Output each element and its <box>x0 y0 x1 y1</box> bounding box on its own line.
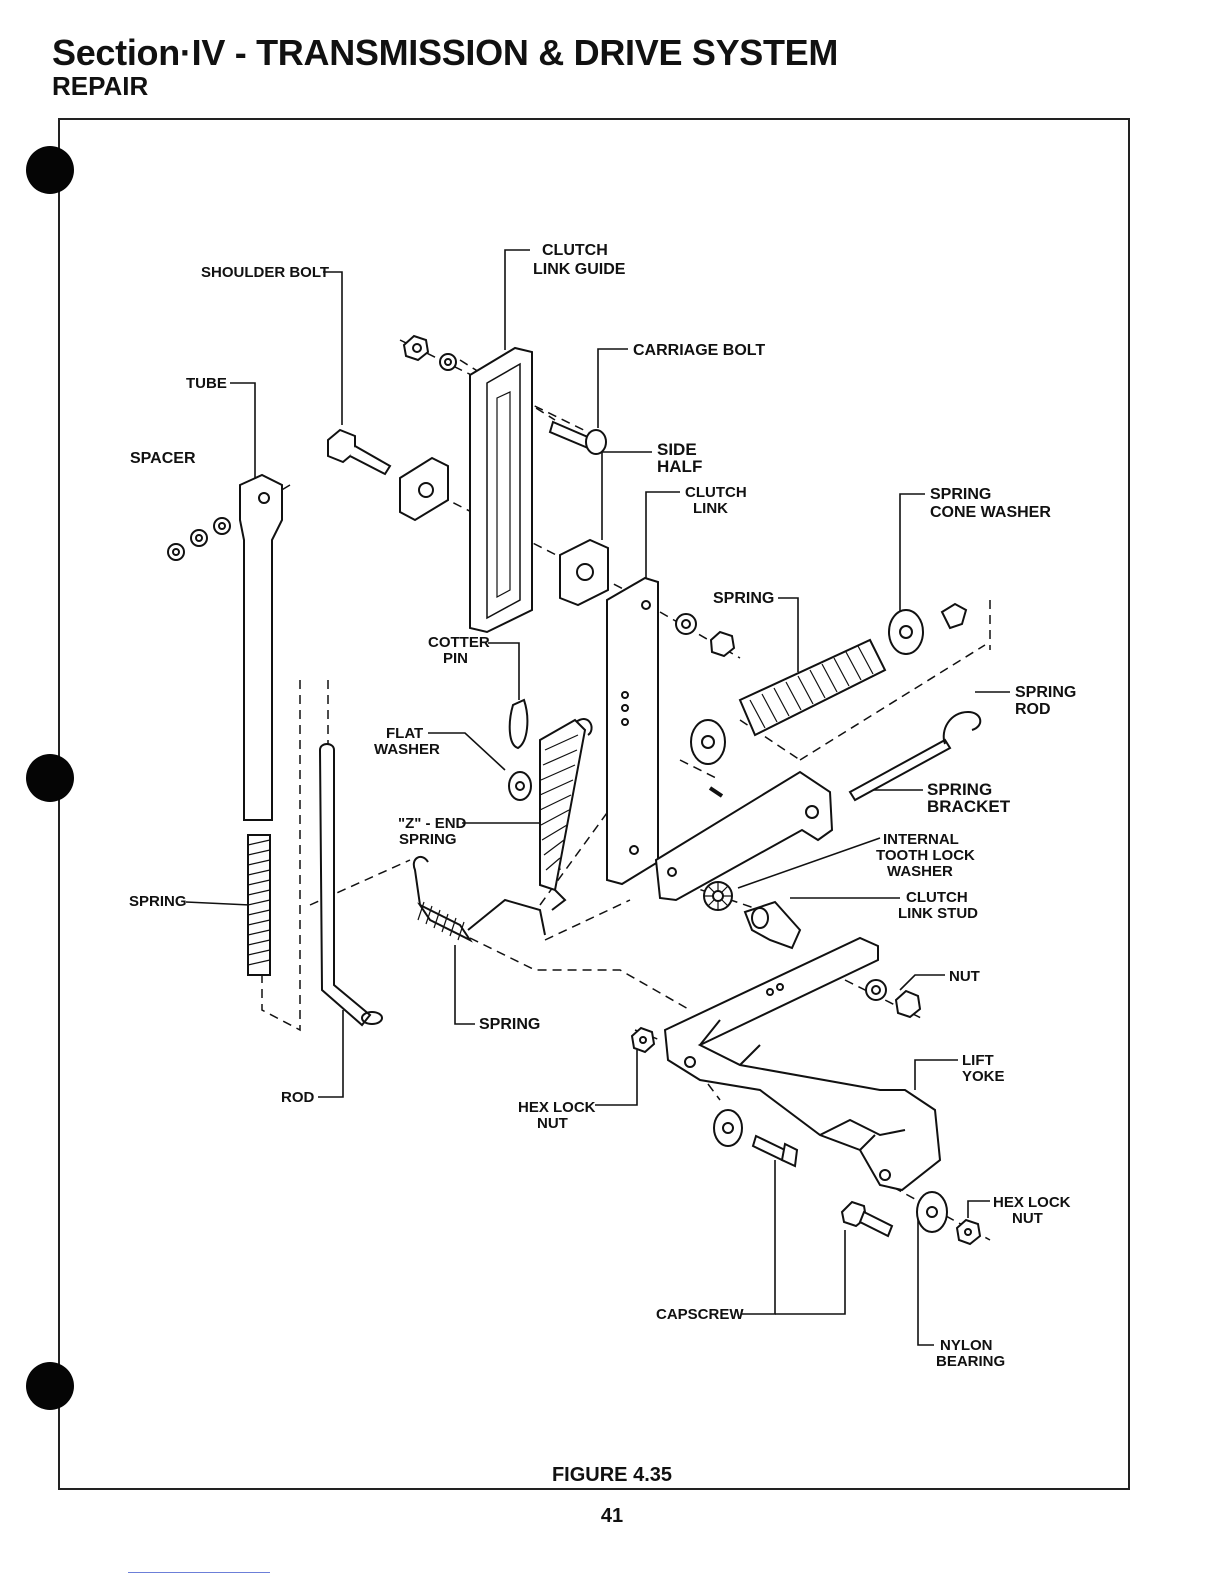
capscrew-right <box>840 1200 894 1238</box>
lower-spring <box>412 855 546 943</box>
spring-rod <box>848 710 982 802</box>
yoke-nut-washer <box>865 979 922 1019</box>
tube-spring <box>247 834 271 976</box>
label-clutch-link-guide-1: CLUTCH <box>542 242 608 259</box>
figure-frame <box>58 118 1130 1490</box>
top-nut-washer <box>402 334 457 371</box>
binder-hole-bottom <box>26 1362 74 1410</box>
section-title: Section·IV - TRANSMISSION & DRIVE SYSTEM <box>52 32 839 73</box>
hex-lock-nut-right <box>955 1218 982 1246</box>
nylon-bearing-right <box>916 1191 948 1233</box>
label-clutch-link-guide-2: LINK GUIDE <box>533 261 626 278</box>
label-spring-cone-washer-1: SPRING <box>930 486 991 503</box>
spacer-plate <box>399 456 449 522</box>
label-flat-washer-1: FLAT <box>386 725 423 742</box>
label-spring-bracket-2: BRACKET <box>927 797 1011 816</box>
label-lift-yoke-1: LIFT <box>962 1052 994 1069</box>
label-spring-bracket-1: SPRING <box>927 780 992 799</box>
lift-yoke <box>663 936 942 1192</box>
label-rod: ROD <box>281 1089 315 1106</box>
tube <box>239 473 283 821</box>
hex-lock-nut-left <box>630 1026 656 1054</box>
label-clutch-link-stud-1: CLUTCH <box>906 889 968 906</box>
label-nylon-bearing-2: BEARING <box>936 1353 1005 1370</box>
label-hex-lock-nut-right-2: NUT <box>1012 1210 1043 1227</box>
label-internal-tooth-1: INTERNAL <box>883 831 959 848</box>
label-internal-tooth-3: WASHER <box>887 863 953 880</box>
label-lift-yoke-2: YOKE <box>962 1068 1005 1085</box>
binder-hole-top <box>26 146 74 194</box>
label-spring-left: SPRING <box>129 893 187 910</box>
label-spring-rod-1: SPRING <box>1015 684 1076 701</box>
label-carriage-bolt: CARRIAGE BOLT <box>633 342 765 359</box>
label-z-end-spring-1: "Z" - END <box>398 815 467 832</box>
label-cotter-pin-2: PIN <box>443 650 468 667</box>
nylon-bearing-lower-left <box>713 1109 743 1147</box>
label-spring-cone-washer-2: CONE WASHER <box>930 504 1051 521</box>
z-end-spring-long <box>539 718 593 911</box>
label-hex-lock-nut-left-1: HEX LOCK <box>518 1099 596 1116</box>
label-hex-lock-nut-right-1: HEX LOCK <box>993 1194 1071 1211</box>
section-subtitle: REPAIR <box>52 71 149 101</box>
clutch-link-washer-nut <box>675 613 736 658</box>
spring-bracket <box>654 770 834 902</box>
page-header: Section·IV - TRANSMISSION & DRIVE SYSTEM… <box>52 32 839 101</box>
clutch-link <box>606 576 659 886</box>
scan-edge-line <box>128 1572 270 1573</box>
clutch-link-guide <box>469 346 533 634</box>
internal-tooth-lock-washer <box>703 881 733 911</box>
label-clutch-link-2: LINK <box>693 500 728 517</box>
spring-cone-washer <box>690 602 968 765</box>
label-side-half-2: HALF <box>657 457 702 476</box>
label-cotter-pin-1: COTTER <box>428 634 490 651</box>
label-z-end-spring-2: SPRING <box>399 831 457 848</box>
label-hex-lock-nut-left-2: NUT <box>537 1115 568 1132</box>
label-flat-washer-2: WASHER <box>374 741 440 758</box>
label-spring-rod-2: ROD <box>1015 701 1051 718</box>
clutch-link-stud <box>743 900 802 950</box>
leader-lines <box>185 249 1010 1346</box>
label-internal-tooth-2: TOOTH LOCK <box>876 847 975 864</box>
pin <box>708 786 724 798</box>
cotter-pin <box>508 698 529 750</box>
carriage-bolt <box>548 420 607 455</box>
label-capscrew: CAPSCREW <box>656 1306 744 1323</box>
part-labels: SHOULDER BOLT CLUTCH LINK GUIDE CARRIAGE… <box>129 242 1076 1370</box>
side-half <box>559 538 609 607</box>
main-spring <box>738 638 887 737</box>
label-nylon-bearing-1: NYLON <box>940 1337 993 1354</box>
page-number: 41 <box>600 1505 624 1527</box>
spacer-hardware <box>167 517 231 561</box>
label-spring-top: SPRING <box>713 590 774 607</box>
label-side-half-1: SIDE <box>657 440 697 459</box>
label-clutch-link-1: CLUTCH <box>685 484 747 501</box>
capscrew-left <box>751 1134 799 1168</box>
label-nut: NUT <box>949 968 980 985</box>
rod <box>318 743 383 1027</box>
label-clutch-link-stud-2: LINK STUD <box>898 905 978 922</box>
label-shoulder-bolt: SHOULDER BOLT <box>201 264 329 281</box>
label-spring-bottom: SPRING <box>479 1016 540 1033</box>
binder-hole-middle <box>26 754 74 802</box>
label-spacer: SPACER <box>130 450 196 467</box>
figure-caption: FIGURE 4.35 <box>551 1464 673 1486</box>
label-tube: TUBE <box>186 375 227 392</box>
shoulder-bolt <box>327 428 392 476</box>
flat-washer <box>508 771 532 801</box>
